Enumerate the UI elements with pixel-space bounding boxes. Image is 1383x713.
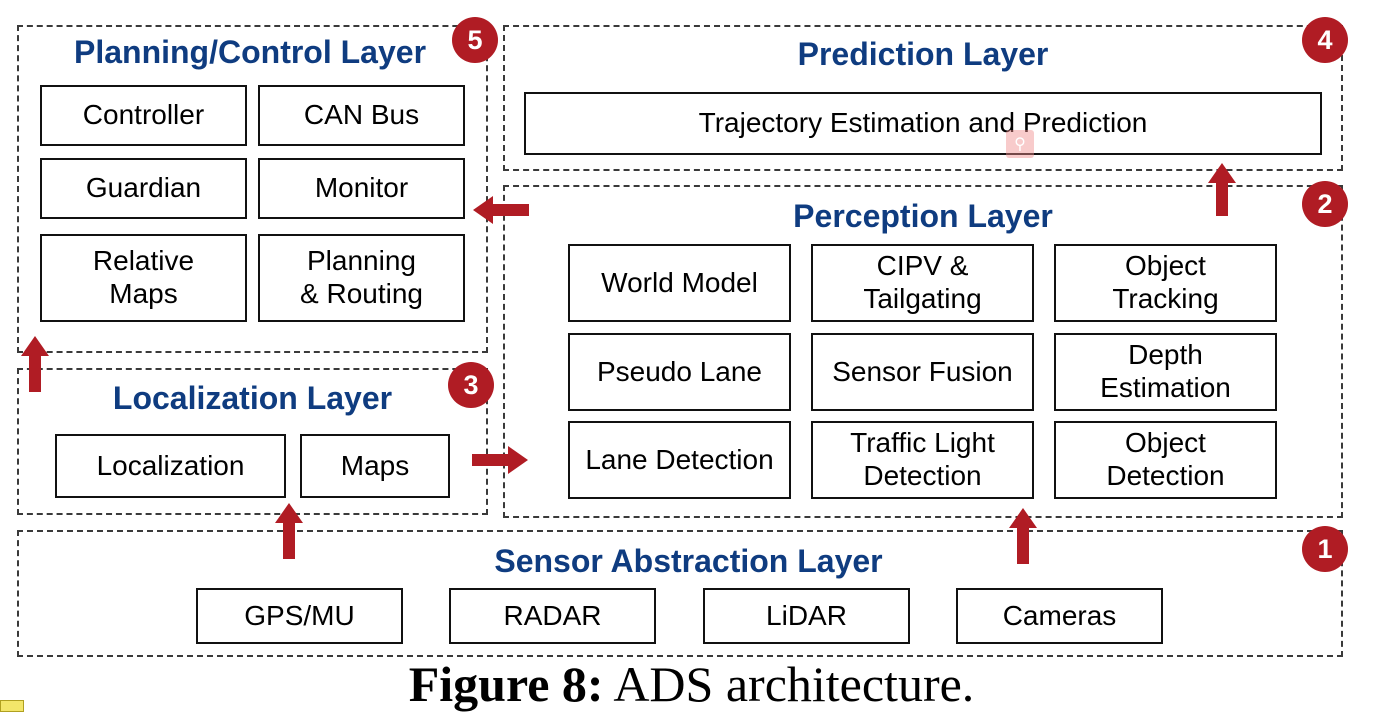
- object-tracking-box: Object Tracking: [1054, 244, 1277, 322]
- maps-box: Maps: [300, 434, 450, 498]
- sensor-abstraction-layer: [17, 530, 1343, 657]
- sensor-fusion-box: Sensor Fusion: [811, 333, 1034, 411]
- gps-mu-box: GPS/MU: [196, 588, 403, 644]
- prediction-layer-badge: 4: [1302, 17, 1348, 63]
- prediction-layer: [503, 25, 1343, 171]
- arrow-icon: [472, 446, 528, 474]
- arrow-icon: [21, 336, 49, 392]
- radar-box: RADAR: [449, 588, 656, 644]
- arrow-icon: [1208, 163, 1236, 216]
- depth-estimation-box: Depth Estimation: [1054, 333, 1277, 411]
- lane-detection-box: Lane Detection: [568, 421, 791, 499]
- localization-box: Localization: [55, 434, 286, 498]
- sensor-abstraction-layer-title: Sensor Abstraction Layer: [494, 543, 883, 579]
- world-model-box: World Model: [568, 244, 791, 322]
- monitor-box: Monitor: [258, 158, 465, 219]
- localization-layer-badge: 3: [448, 362, 494, 408]
- guardian-box: Guardian: [40, 158, 247, 219]
- perception-layer-title: Perception Layer: [793, 198, 1053, 234]
- perception-layer-badge: 2: [1302, 181, 1348, 227]
- arrow-icon: [473, 196, 529, 224]
- perception-layer: [503, 185, 1343, 518]
- search-icon: ⚲: [1006, 130, 1034, 158]
- planning-control-layer: [17, 25, 488, 353]
- trajectory-estimation-box: Trajectory Estimation and Prediction: [524, 92, 1322, 155]
- can-bus-box: CAN Bus: [258, 85, 465, 146]
- cameras-box: Cameras: [956, 588, 1163, 644]
- controller-box: Controller: [40, 85, 247, 146]
- localization-layer-title: Localization Layer: [112, 380, 393, 416]
- localization-layer: [17, 368, 488, 515]
- traffic-light-detection-box: Traffic Light Detection: [811, 421, 1034, 499]
- pseudo-lane-box: Pseudo Lane: [568, 333, 791, 411]
- planning-control-layer-badge: 5: [452, 17, 498, 63]
- sensor-abstraction-layer-badge: 1: [1302, 526, 1348, 572]
- arrow-icon: [275, 503, 303, 559]
- lidar-box: LiDAR: [703, 588, 910, 644]
- cipv-tailgating-box: CIPV & Tailgating: [811, 244, 1034, 322]
- planning-routing-box: Planning & Routing: [258, 234, 465, 322]
- figure-label: Figure 8:: [408, 656, 604, 712]
- relative-maps-box: Relative Maps: [40, 234, 247, 322]
- prediction-layer-title: Prediction Layer: [797, 36, 1049, 72]
- figure-caption-text: ADS architecture.: [613, 656, 975, 712]
- annotation-icon: [0, 700, 24, 712]
- arrow-icon: [1009, 508, 1037, 564]
- object-detection-box: Object Detection: [1054, 421, 1277, 499]
- planning-control-layer-title: Planning/Control Layer: [73, 34, 427, 70]
- figure-caption: Figure 8: ADS architecture.: [0, 655, 1383, 713]
